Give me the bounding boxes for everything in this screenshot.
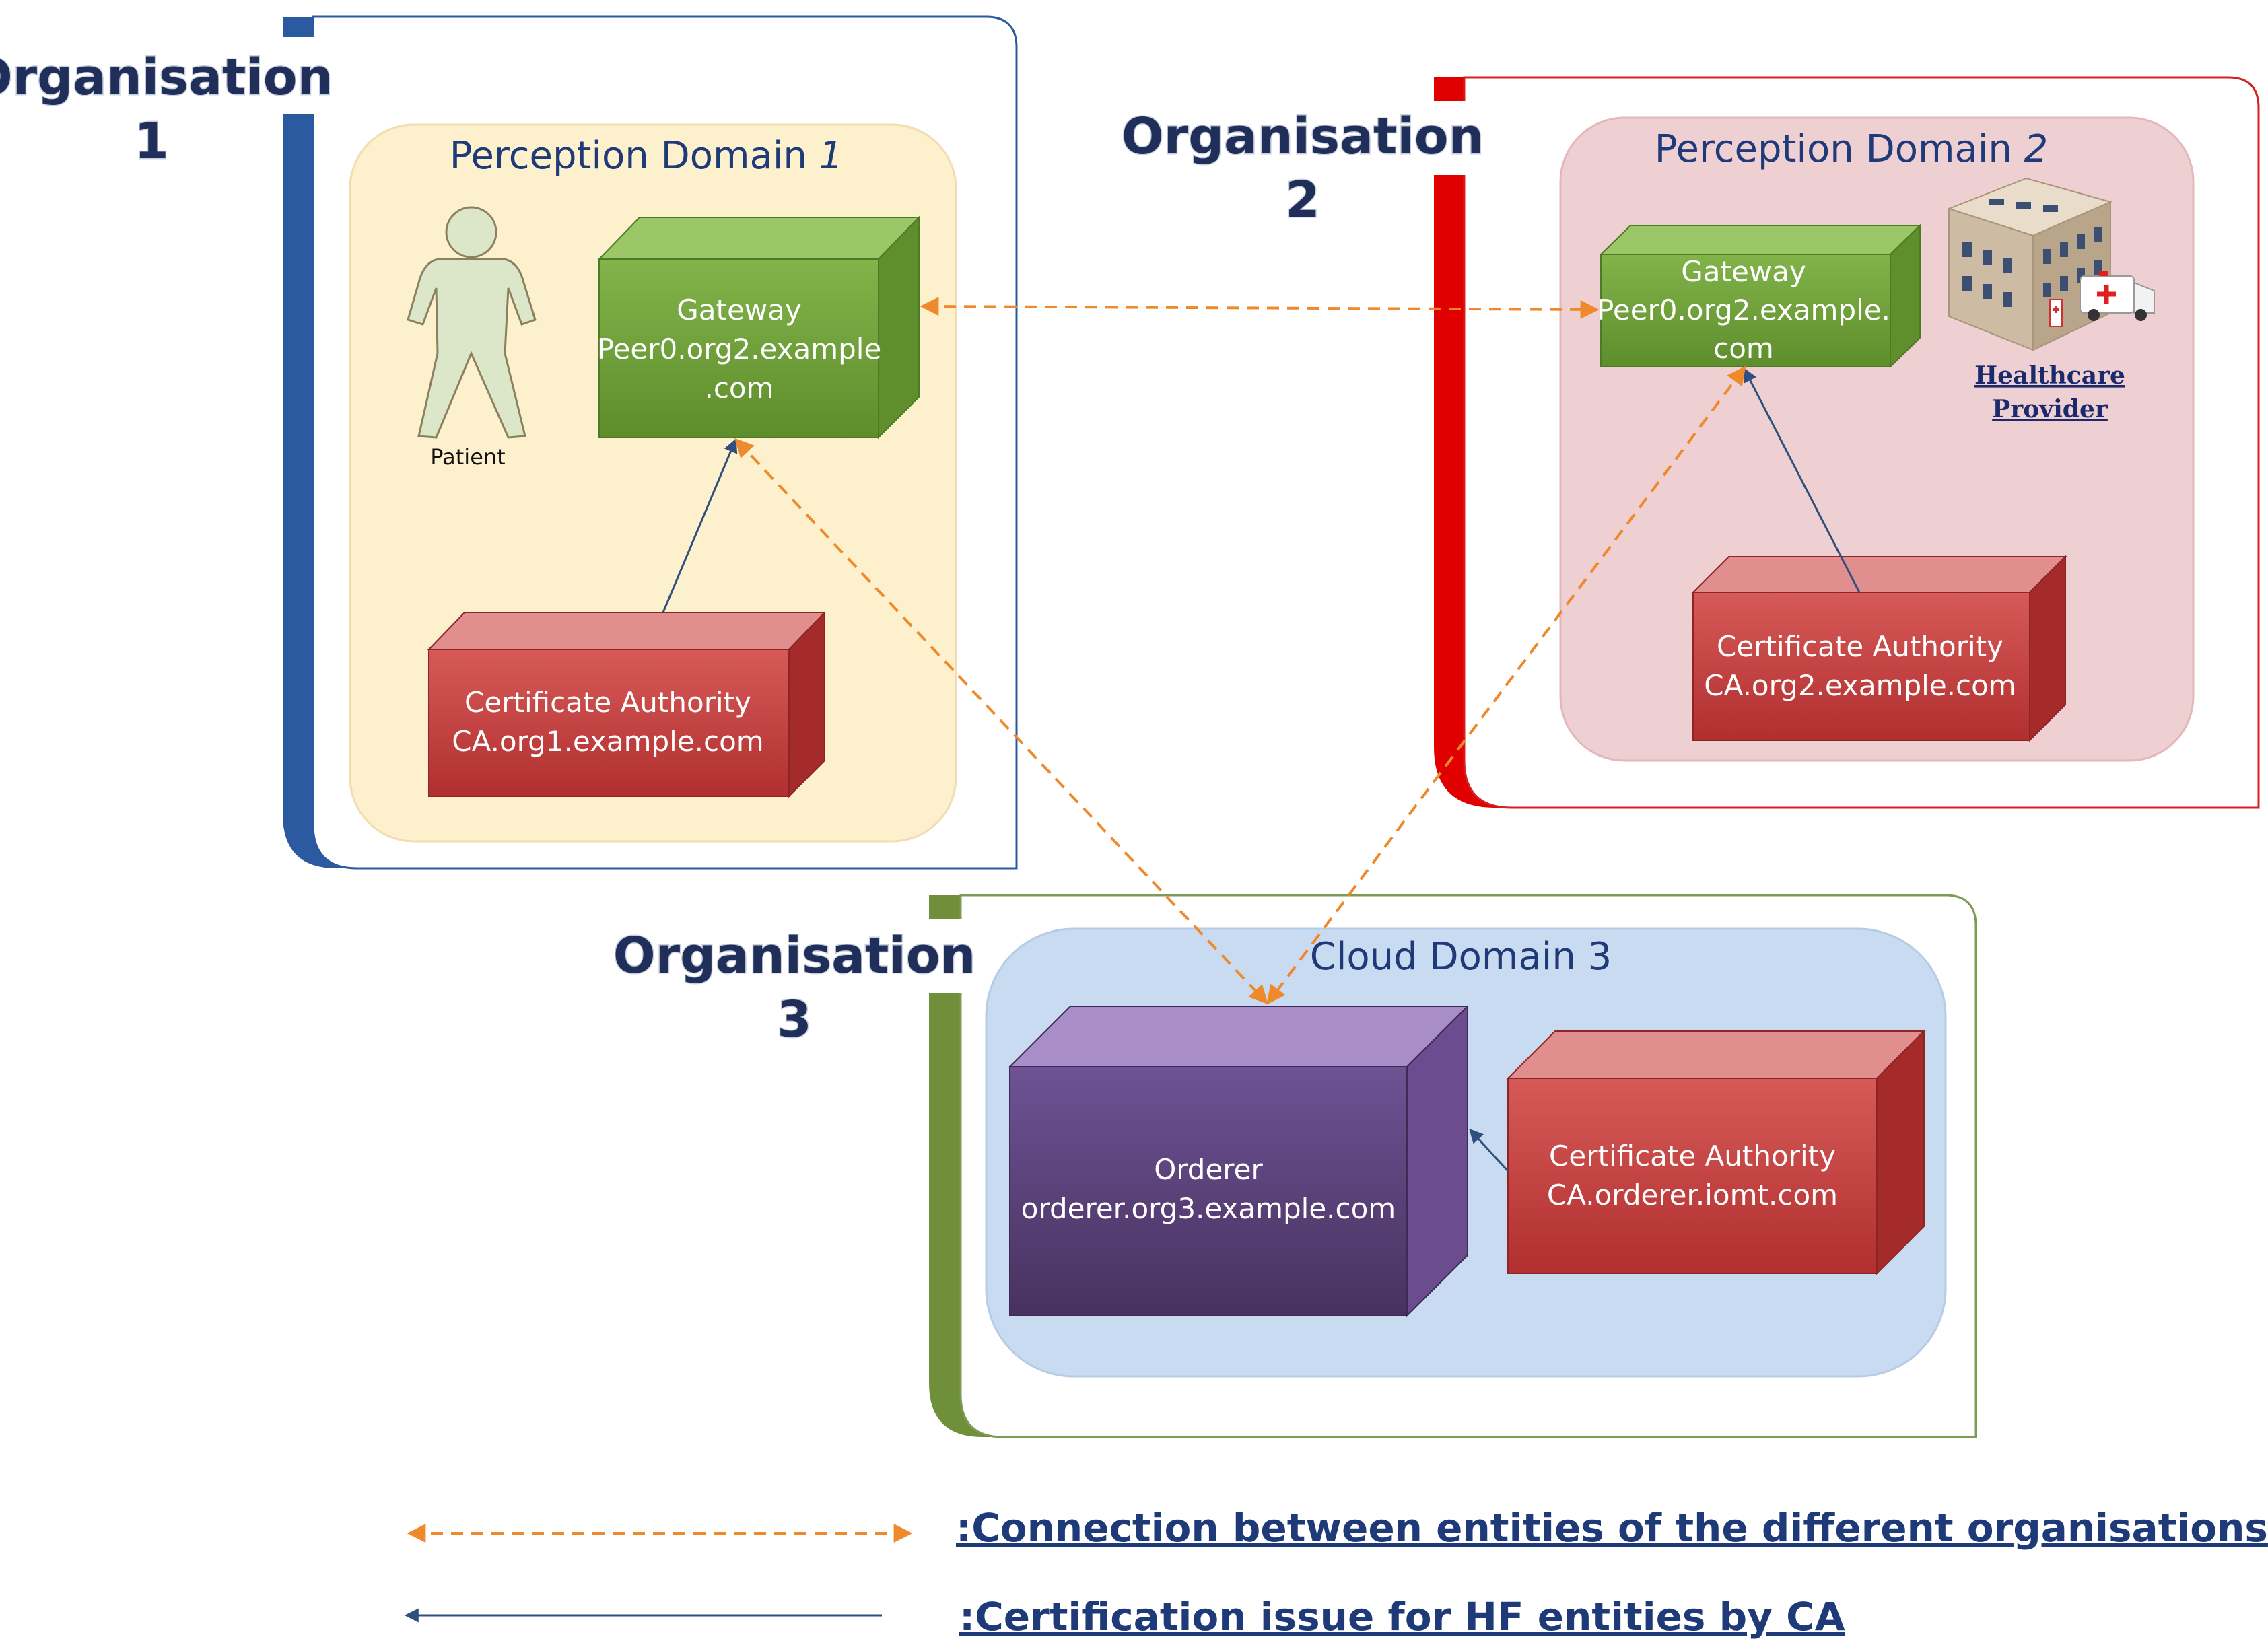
ca-org2-line1: Certificate Authority	[1717, 630, 2003, 663]
org1-label-line1: Organisation	[0, 48, 333, 106]
legend-dashed-label: :Connection between entities of the diff…	[956, 1505, 2268, 1551]
ca-org2-line2: CA.org2.example.com	[1704, 669, 2016, 702]
cert-arrow-ca2-to-gateway2	[1744, 367, 1861, 593]
healthcare-provider-line1: Healthcare	[1974, 361, 2125, 390]
cert-arrow-ca3-to-orderer	[1469, 1128, 1509, 1172]
healthcare-provider-line2: Provider	[1992, 395, 2108, 423]
org2-label-line2: 2	[1285, 171, 1320, 229]
orderer-line2: orderer.org3.example.com	[1021, 1192, 1396, 1225]
gateway-1-line3: .com	[704, 372, 774, 405]
domain-2-title: Perception Domain 2	[1655, 127, 2049, 171]
gateway-2-box	[1599, 223, 1922, 369]
legend: :Connection between entities of the diff…	[404, 1505, 2268, 1640]
ca-orderer-box	[1506, 1029, 1926, 1275]
domain-1-title: Perception Domain 1	[450, 134, 844, 178]
gateway-2-line1: Gateway	[1681, 255, 1806, 288]
ca-org1-line1: Certificate Authority	[465, 686, 751, 719]
connection-gateway1-gateway2	[920, 297, 1600, 319]
ca-org1-line2: CA.org1.example.com	[452, 725, 763, 758]
gateway-1-line1: Gateway	[677, 293, 802, 326]
orderer-line1: Orderer	[1154, 1153, 1263, 1186]
connection-gateway2-orderer	[1266, 365, 1746, 1005]
ca-org2-box	[1691, 555, 2067, 742]
org2-label-line1: Organisation	[1122, 108, 1484, 166]
org1-label-line2: 1	[134, 112, 169, 170]
hospital-icon	[1947, 177, 2155, 351]
legend-solid-label: :Certification issue for HF entities by …	[959, 1594, 1845, 1640]
domain-3-title: Cloud Domain 3	[1310, 935, 1612, 979]
gateway-2-line2: Peer0.org2.example.	[1597, 293, 1890, 326]
ca-orderer-line2: CA.orderer.iomt.com	[1547, 1179, 1838, 1211]
cert-arrow-ca1-to-gateway1	[662, 438, 738, 613]
connection-gateway1-orderer	[734, 437, 1268, 1005]
org3-label-line1: Organisation	[613, 927, 976, 985]
gateway-1-line2: Peer0.org2.example	[597, 332, 882, 365]
patient-icon	[407, 206, 537, 439]
patient-label: Patient	[430, 444, 505, 470]
org3-label-line2: 3	[777, 991, 812, 1049]
gateway-2-line3: com	[1713, 332, 1774, 365]
ambulance-icon	[2080, 271, 2155, 321]
ca-orderer-line1: Certificate Authority	[1549, 1139, 1836, 1172]
orderer-box	[1008, 1004, 1470, 1318]
gateway-1-box	[597, 215, 921, 440]
